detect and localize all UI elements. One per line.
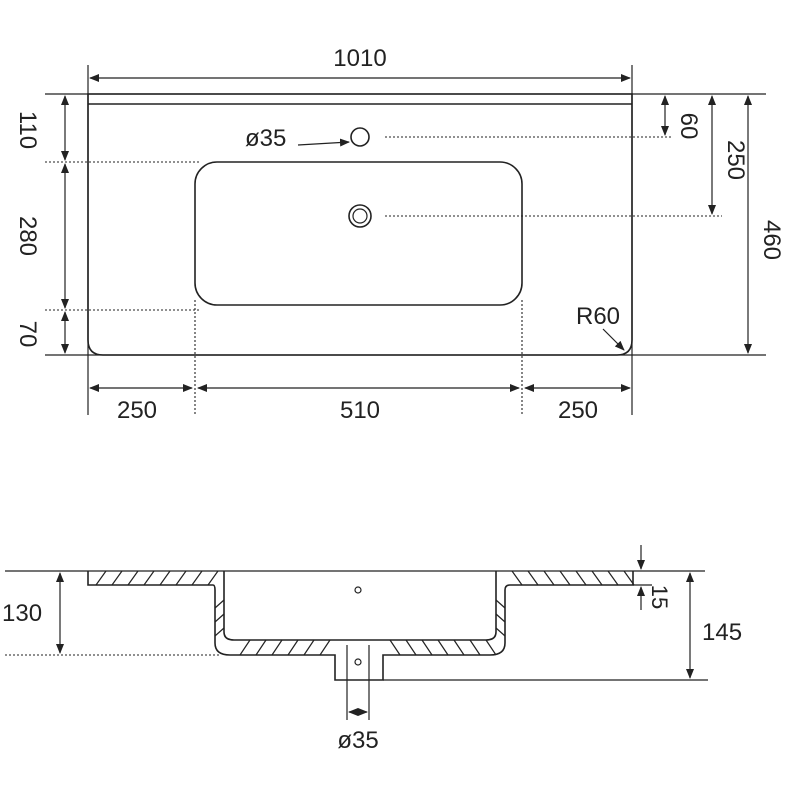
hatch-stroke (175, 570, 187, 586)
hatching (95, 570, 635, 656)
hatch-stroke (214, 627, 225, 637)
leader-tap (297, 138, 350, 147)
hatch-stroke (255, 639, 267, 656)
hatch-stroke (623, 570, 635, 586)
label-drain-offset: 250 (722, 140, 749, 180)
label-rear: 70 (14, 321, 41, 348)
hatch-stroke (287, 639, 299, 656)
hatch-stroke (95, 570, 107, 586)
label-corner-radius: R60 (576, 303, 620, 330)
hatch-stroke (527, 570, 539, 586)
hatch-stroke (405, 639, 417, 656)
hatch-stroke (207, 570, 219, 586)
hatch-stroke (559, 570, 571, 586)
hatch-stroke (143, 570, 155, 586)
section-inner-outline (223, 571, 497, 641)
hatch-stroke (239, 639, 251, 656)
hatch-stroke (575, 570, 587, 586)
basin-outline (194, 161, 523, 306)
tap-hole (350, 127, 370, 147)
hatch-stroke (159, 570, 171, 586)
hatch-stroke (214, 613, 225, 623)
label-section-depth: 130 (2, 600, 42, 627)
hatch-stroke (271, 639, 283, 656)
drain-inner (352, 208, 368, 224)
hatch-stroke (437, 639, 449, 656)
hatch-stroke (421, 639, 433, 656)
drain-outer (348, 204, 372, 228)
label-left-front: 110 (14, 111, 41, 149)
section-view: 130 145 15 ø35 (2, 545, 742, 754)
label-slab-thickness: 15 (647, 585, 672, 609)
hatch-stroke (191, 570, 203, 586)
hatch-stroke (495, 627, 506, 637)
hatch-stroke (111, 570, 123, 586)
label-tap-offset: 60 (675, 113, 702, 140)
label-overall-width: 1010 (333, 45, 386, 72)
section-outline (87, 571, 634, 681)
label-right-margin: 250 (558, 397, 598, 424)
label-total-height: 145 (702, 619, 742, 646)
hatch-stroke (495, 613, 506, 623)
label-tap-diameter: ø35 (245, 125, 286, 152)
label-left-margin: 250 (117, 397, 157, 424)
hatch-stroke (127, 570, 139, 586)
hatch-stroke (214, 599, 225, 609)
hatch-stroke (543, 570, 555, 586)
countertop-outline (87, 93, 633, 356)
hatch-stroke (469, 639, 481, 656)
hatch-stroke (591, 570, 603, 586)
hatch-stroke (319, 639, 331, 656)
hatch-stroke (453, 639, 465, 656)
label-overall-depth: 460 (758, 220, 785, 260)
hatch-stroke (495, 599, 506, 609)
label-basin-depth: 280 (14, 216, 41, 256)
hatch-stroke (607, 570, 619, 586)
hatch-stroke (389, 639, 401, 656)
label-basin-width: 510 (340, 397, 380, 424)
leader-radius (602, 328, 625, 351)
hatch-stroke (303, 639, 315, 656)
top-view: 1010 60 250 460 110 280 70 250 510 250 ø… (14, 45, 785, 424)
hatch-stroke (485, 639, 497, 656)
hatch-stroke (511, 570, 523, 586)
overflow-hole (354, 586, 362, 594)
label-drain-diameter: ø35 (337, 727, 378, 754)
drain-hole (354, 658, 362, 666)
